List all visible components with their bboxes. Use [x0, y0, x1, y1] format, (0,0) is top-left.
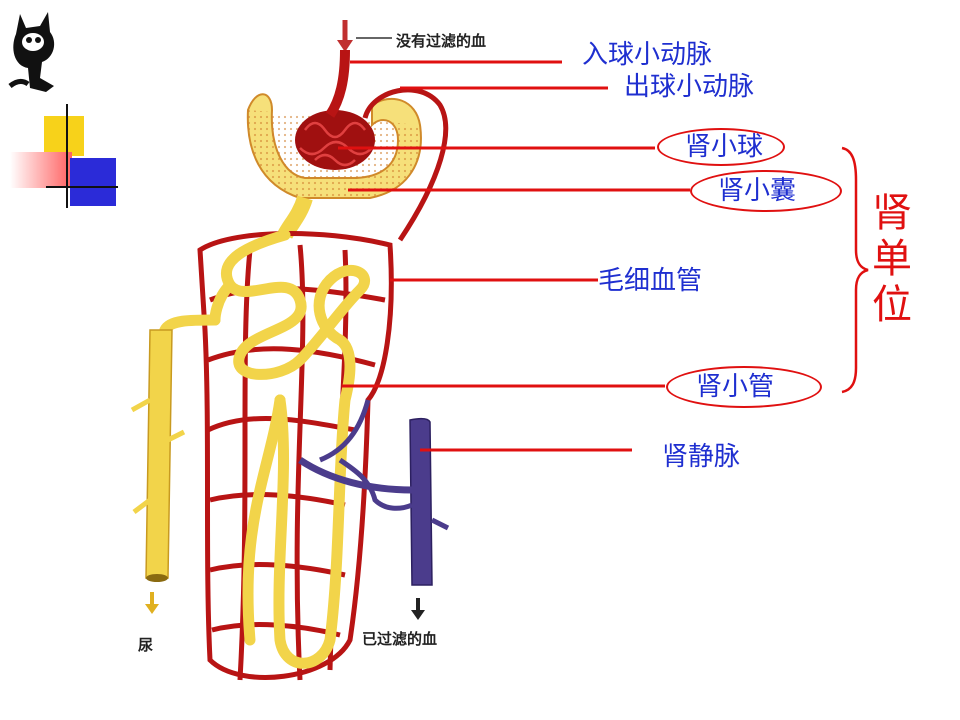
pointer-lines [338, 60, 690, 452]
filtered-arrow-icon [411, 598, 425, 620]
cartoon-cat-icon [6, 8, 62, 94]
renal-vein-shape [298, 399, 450, 586]
caption-urine: 尿 [138, 636, 154, 654]
incoming-arrow-icon [337, 20, 392, 52]
capsule-oval [690, 170, 842, 212]
renal-tubule-shape [149, 229, 370, 669]
glomerulus-shape [295, 110, 375, 170]
urine-arrow-icon [145, 592, 159, 614]
glomerulus-oval [657, 128, 785, 166]
caption-filtered-blood: 已过滤的血 [362, 630, 438, 648]
label-nephron: 肾单位 [872, 190, 912, 328]
label-tubule: 肾小管 [696, 372, 775, 402]
label-glomerulus: 肾小球 [685, 132, 764, 162]
nephron-bracket-shape [841, 146, 869, 394]
decor-squares [10, 100, 120, 210]
collecting-duct-shape [130, 329, 186, 582]
label-efferent-arteriole: 出球小动脉 [624, 72, 755, 102]
label-capillary: 毛细血管 [598, 266, 703, 296]
caption-unfiltered-blood: 没有过滤的血 [396, 32, 487, 50]
label-capsule: 肾小囊 [718, 176, 797, 206]
label-renal-vein: 肾静脉 [662, 442, 741, 472]
tubule-oval [666, 366, 822, 408]
label-afferent-arteriole: 入球小动脉 [582, 40, 713, 70]
efferent-arteriole-shape [362, 87, 449, 242]
afferent-arteriole-shape [325, 49, 350, 118]
